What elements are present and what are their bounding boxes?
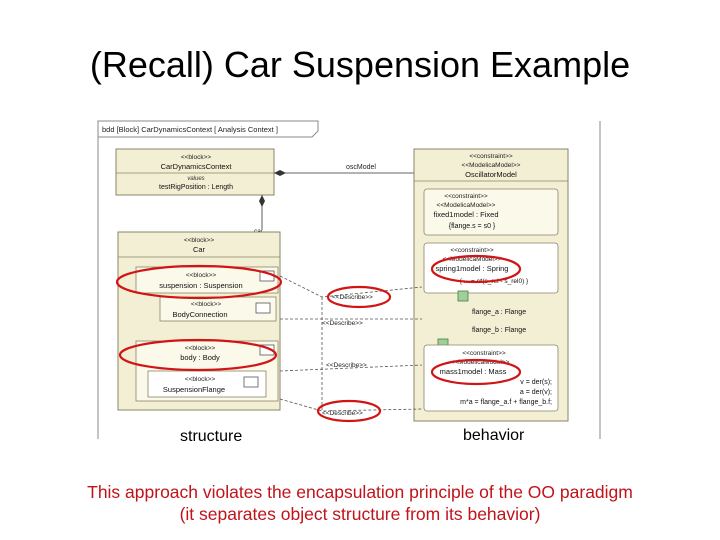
spring-model-part[interactable]: <<constraint>> <<ModelicaModel>> spring1… xyxy=(423,242,559,294)
svg-text:<<ModelicaModel>>: <<ModelicaModel>> xyxy=(443,256,502,263)
describe-dependencies xyxy=(279,275,423,412)
svg-text:<<constraint>>: <<constraint>> xyxy=(462,350,506,357)
context-values-label: values xyxy=(187,176,204,182)
highlight-describe-4 xyxy=(316,399,382,423)
svg-text:<<constraint>>: <<constraint>> xyxy=(450,247,494,254)
describe-label-2: <<Describe>> xyxy=(322,320,363,327)
block-definition-diagram: bdd [Block] CarDynamicsContext [ Analysi… xyxy=(97,120,601,439)
structure-label: structure xyxy=(180,428,243,445)
fixed-name: fixed1model : Fixed xyxy=(433,210,498,219)
highlight-ellipses xyxy=(115,254,522,423)
frame-header: bdd [Block] CarDynamicsContext [ Analysi… xyxy=(102,125,278,134)
mass-eq-1: v = der(s); xyxy=(520,379,552,386)
svg-text:<<block>>: <<block>> xyxy=(186,272,217,279)
svg-text:<<block>>: <<block>> xyxy=(185,376,216,383)
encapsulation-note: This approach violates the encapsulation… xyxy=(0,481,720,525)
car-stereotype: <<block>> xyxy=(184,237,215,244)
oscmodel-role: oscModel xyxy=(346,164,376,171)
flange-b-label: flange_b : Flange xyxy=(472,327,526,334)
body-connection-name: BodyConnection xyxy=(172,310,227,319)
suspension-part[interactable]: <<block>> suspension : Suspension xyxy=(135,266,279,294)
car-dynamics-context-block[interactable]: <<block>> CarDynamicsContext values test… xyxy=(115,148,275,196)
suspension-name: suspension : Suspension xyxy=(159,281,242,290)
slide-title: (Recall) Car Suspension Example xyxy=(89,44,631,85)
describe-label-3: <<Describe>> xyxy=(326,362,367,369)
svg-text:<<constraint>>: <<constraint>> xyxy=(469,153,513,160)
highlight-mass xyxy=(430,358,522,386)
oscillator-name: OscillatorModel xyxy=(465,170,517,179)
highlight-suspension xyxy=(115,264,283,300)
note-line-2: (it separates object structure from its … xyxy=(179,504,541,524)
block-icon xyxy=(243,376,259,388)
fixed-model-part[interactable]: <<constraint>> <<ModelicaModel>> fixed1m… xyxy=(423,188,559,236)
describe-label-1: <<Describe>> xyxy=(332,294,373,301)
context-stereotype: <<block>> xyxy=(181,154,212,161)
block-icon xyxy=(255,302,271,314)
fixed-constraint: {flange.s = s0 } xyxy=(449,223,496,230)
body-connection-part[interactable]: <<block>> BodyConnection xyxy=(159,296,277,322)
svg-text:<<block>>: <<block>> xyxy=(191,301,222,308)
flange-a-label: flange_a : Flange xyxy=(472,309,526,316)
mass-model-part[interactable]: <<constraint>> <<ModelicaModel>> mass1mo… xyxy=(423,344,559,412)
spring-name: spring1model : Spring xyxy=(436,264,509,273)
highlight-describe-1 xyxy=(326,285,392,309)
suspension-flange-name: SuspensionFlange xyxy=(163,385,225,394)
svg-text:<<block>>: <<block>> xyxy=(185,345,216,352)
body-name: body : Body xyxy=(180,353,220,362)
flange-a-port[interactable] xyxy=(457,290,469,302)
composition-diamond xyxy=(274,170,286,176)
suspension-flange-part[interactable]: <<block>> SuspensionFlange xyxy=(147,370,267,398)
frame-header-tab xyxy=(97,120,319,138)
block-icon xyxy=(259,344,275,356)
context-name: CarDynamicsContext xyxy=(161,162,233,171)
svg-text:<<ModelicaModel>>: <<ModelicaModel>> xyxy=(437,202,496,209)
mass-eq-3: m*a = flange_a.f + flange_b.f; xyxy=(460,399,552,406)
behavior-label: behavior xyxy=(463,427,525,444)
svg-text:<<ModelicaModel>>: <<ModelicaModel>> xyxy=(451,359,510,366)
svg-text:<<constraint>>: <<constraint>> xyxy=(444,193,488,200)
car-name: Car xyxy=(193,245,206,254)
svg-text:<<ModelicaModel>>: <<ModelicaModel>> xyxy=(462,162,521,169)
mass-eq-2: a = der(v); xyxy=(520,389,552,396)
context-value: testRigPosition : Length xyxy=(159,184,233,191)
mass-name: mass1model : Mass xyxy=(440,367,507,376)
highlight-spring xyxy=(430,254,522,284)
note-line-1: This approach violates the encapsulation… xyxy=(87,482,633,502)
highlight-body xyxy=(118,338,278,372)
describe-label-4: <<Describe>> xyxy=(322,410,363,417)
